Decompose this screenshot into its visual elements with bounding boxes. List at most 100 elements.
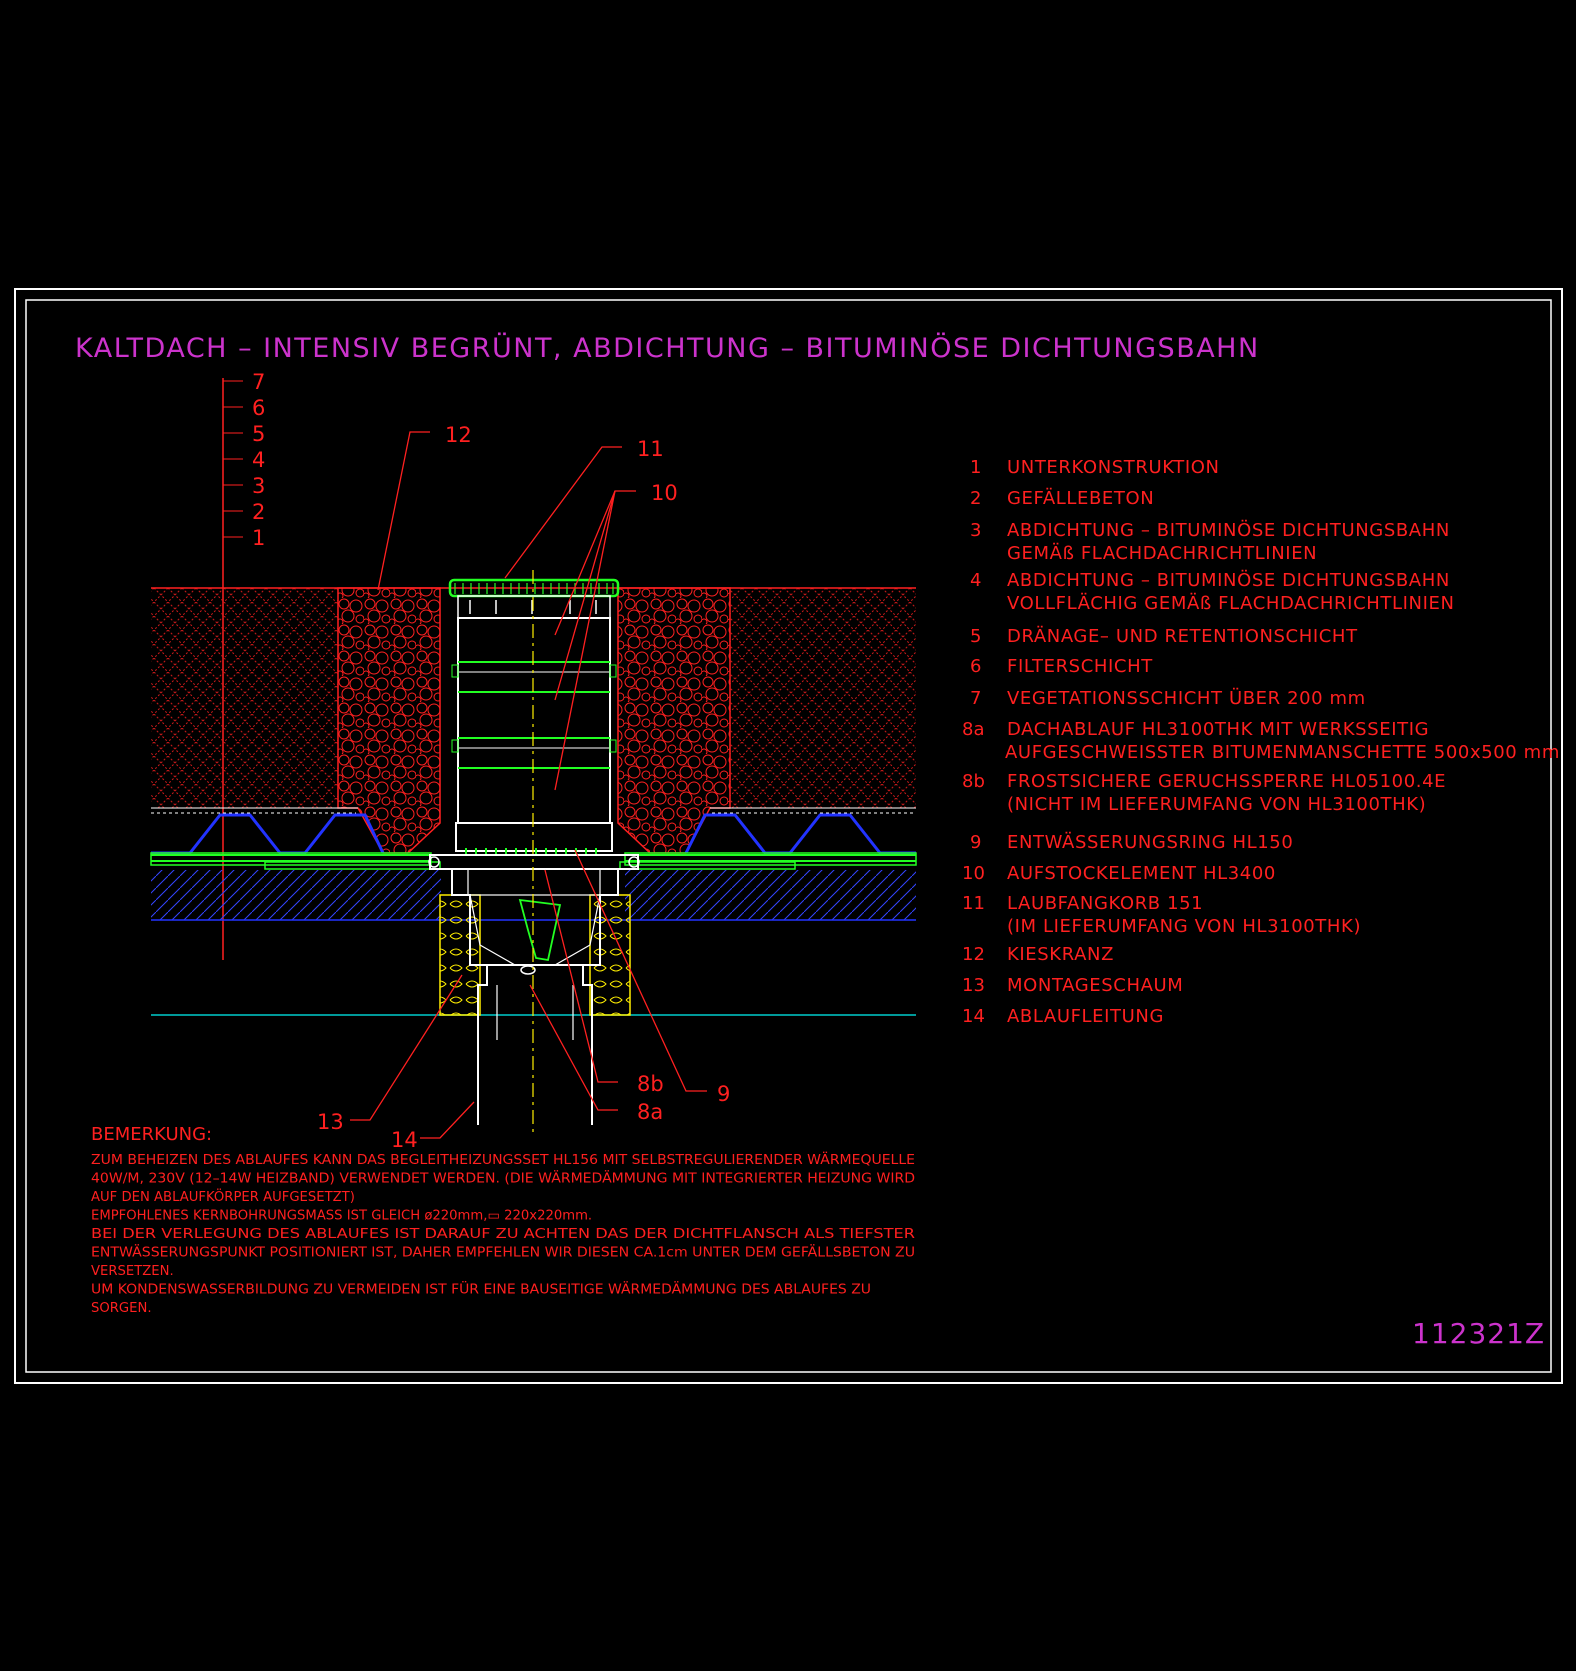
legend-number-12: 12 <box>962 944 985 965</box>
legend-text-11-0: LAUBFANGKORB 151 <box>1007 893 1203 914</box>
membrane-flange-left <box>264 861 441 870</box>
callout-13: 13 <box>317 1110 344 1134</box>
legend-text-5-0: DRÄNAGE– UND RETENTIONSCHICHT <box>1007 626 1358 647</box>
legend-number-5: 5 <box>970 626 981 647</box>
leaf-guard-slots <box>469 600 597 614</box>
drainage-layer-left <box>151 813 385 855</box>
drain-body-inner <box>469 894 601 966</box>
legend-number-2: 2 <box>970 488 981 509</box>
callouts: 12 11 10 8b 9 8a 13 14 <box>317 423 730 1152</box>
callout-12: 12 <box>445 423 472 447</box>
remark-line: 40W/M, 230V (12–14W HEIZBAND) VERWENDET … <box>91 1169 915 1187</box>
remark-line: VERSETZEN. <box>91 1264 174 1279</box>
leaf-guard-basket <box>457 595 611 619</box>
drain-head <box>455 822 613 852</box>
remark-line: ZUM BEHEIZEN DES ABLAUFES KANN DAS BEGLE… <box>91 1150 915 1168</box>
roof-section <box>150 587 917 1016</box>
leader-8a <box>529 984 618 1111</box>
layer-label-3: 3 <box>252 474 265 498</box>
legend-number-6: 6 <box>970 656 981 677</box>
legend-number-11: 11 <box>962 893 985 914</box>
drain-outlet-screw <box>520 965 536 975</box>
vegetation-layer-left <box>151 588 338 808</box>
drawing-number: 112321Z <box>1412 1317 1545 1350</box>
drain-head-grid <box>465 848 597 855</box>
legend-number-7: 7 <box>970 688 981 709</box>
gravel-rim-left <box>337 587 441 854</box>
leader-9 <box>574 849 707 1092</box>
remark-line: BEI DER VERLEGUNG DES ABLAUFES IST DARAU… <box>91 1227 915 1242</box>
legend-number-13: 13 <box>962 975 985 996</box>
legend-text-11-1: (IM LIEFERUMFANG VON HL3100THK) <box>1007 916 1361 937</box>
leader-14 <box>420 1101 475 1139</box>
mounting-foam-left <box>439 894 481 1016</box>
odour-trap <box>518 898 562 962</box>
legend-text-9-0: ENTWÄSSERUNGSRING HL150 <box>1007 832 1293 853</box>
callout-11: 11 <box>637 437 664 461</box>
legend-text-8b-1: (NICHT IM LIEFERUMFANG VON HL3100THK) <box>1007 794 1426 815</box>
legend-text-14-0: ABLAUFLEITUNG <box>1007 1006 1164 1027</box>
legend-text-7-0: VEGETATIONSSCHICHT ÜBER 200 mm <box>1007 687 1366 709</box>
callout-14: 14 <box>391 1128 418 1152</box>
raising-element-seal-left <box>451 664 459 678</box>
leader-12 <box>377 431 430 591</box>
drain-flange <box>429 854 639 870</box>
slope-concrete-right <box>625 870 916 920</box>
raising-element-seal-right-2 <box>609 739 617 753</box>
layer-label-5: 5 <box>252 422 265 446</box>
outlet-pipe-inner <box>496 985 574 1040</box>
outlet-pipe <box>477 965 593 1125</box>
leader-lines <box>350 431 707 1139</box>
legend-text-10-0: AUFSTOCKELEMENT HL3400 <box>1007 863 1276 884</box>
remark-line: EMPFOHLENES KERNBOHRUNGSMASS IST GLEICH … <box>91 1209 592 1224</box>
layer-label-6: 6 <box>252 396 265 420</box>
remark-line: ENTWÄSSERUNGSPUNKT POSITIONIERT IST, DAH… <box>91 1243 915 1261</box>
remark-line: UM KONDENSWASSERBILDUNG ZU VERMEIDEN IST… <box>91 1280 871 1298</box>
legend-text-4-1: VOLLFLÄCHIG GEMÄß FLACHDACHRICHTLINIEN <box>1007 593 1455 614</box>
layer-label-1: 1 <box>252 526 265 550</box>
leader-10c <box>554 490 616 791</box>
slope-concrete-left <box>151 870 441 920</box>
legend-text-8a-0: DACHABLAUF HL3100THK MIT WERKSSEITIG <box>1007 719 1429 740</box>
legend-number-8a: 8a <box>962 719 984 740</box>
leader-11 <box>504 446 622 579</box>
legend-text-3-1: GEMÄß FLACHDACHRICHTLINIEN <box>1007 543 1317 564</box>
legend-number-4: 4 <box>970 570 981 591</box>
drawing-title: KALTDACH – INTENSIV BEGRÜNT, ABDICHTUNG … <box>75 332 1260 364</box>
legend-text-2-0: GEFÄLLEBETON <box>1007 488 1154 509</box>
leader-10b <box>554 490 616 701</box>
legend-text-12-0: KIESKRANZ <box>1007 944 1114 965</box>
legend-text-1-0: UNTERKONSTRUKTION <box>1007 457 1220 478</box>
remark-line: SORGEN. <box>91 1301 152 1316</box>
membrane-left <box>150 852 432 866</box>
vegetation-layer-right <box>730 588 916 808</box>
callout-8b: 8b <box>637 1072 664 1096</box>
inner-frame <box>25 299 1552 1373</box>
drain-insert <box>467 868 601 896</box>
legend-text-6-0: FILTERSCHICHT <box>1007 656 1153 677</box>
raising-element-seal-right <box>609 664 617 678</box>
legend-number-1: 1 <box>970 457 981 478</box>
layer-label-4: 4 <box>252 448 265 472</box>
drain-assembly <box>428 570 640 1132</box>
legend-text-8b-0: FROSTSICHERE GERUCHSSPERRE HL05100.4E <box>1007 771 1446 792</box>
leader-8b <box>544 869 618 1083</box>
legend-text-13-0: MONTAGESCHAUM <box>1007 975 1183 996</box>
remark-line: AUF DEN ABLAUFKÖRPER AUFGESETZT) <box>91 1187 355 1205</box>
leaf-guard-ribs <box>454 583 614 594</box>
callout-10: 10 <box>651 481 678 505</box>
flange-screw-left <box>428 856 440 868</box>
remarks: ZUM BEHEIZEN DES ABLAUFES KANN DAS BEGLE… <box>91 1150 915 1316</box>
callout-8a: 8a <box>637 1100 663 1124</box>
legend-text-3-0: ABDICHTUNG – BITUMINÖSE DICHTUNGSBAHN <box>1007 519 1450 541</box>
leader-13 <box>350 974 463 1121</box>
drainage-layer-right <box>684 813 916 855</box>
legend-text-8a-1: AUFGESCHWEISSTER BITUMENMANSCHETTE 500x5… <box>1005 742 1560 763</box>
membrane-right <box>624 852 917 866</box>
outer-frame <box>14 288 1563 1384</box>
legend-number-3: 3 <box>970 520 981 541</box>
legend-text-4-0: ABDICHTUNG – BITUMINÖSE DICHTUNGSBAHN <box>1007 569 1450 591</box>
flange-screw-right <box>628 856 640 868</box>
